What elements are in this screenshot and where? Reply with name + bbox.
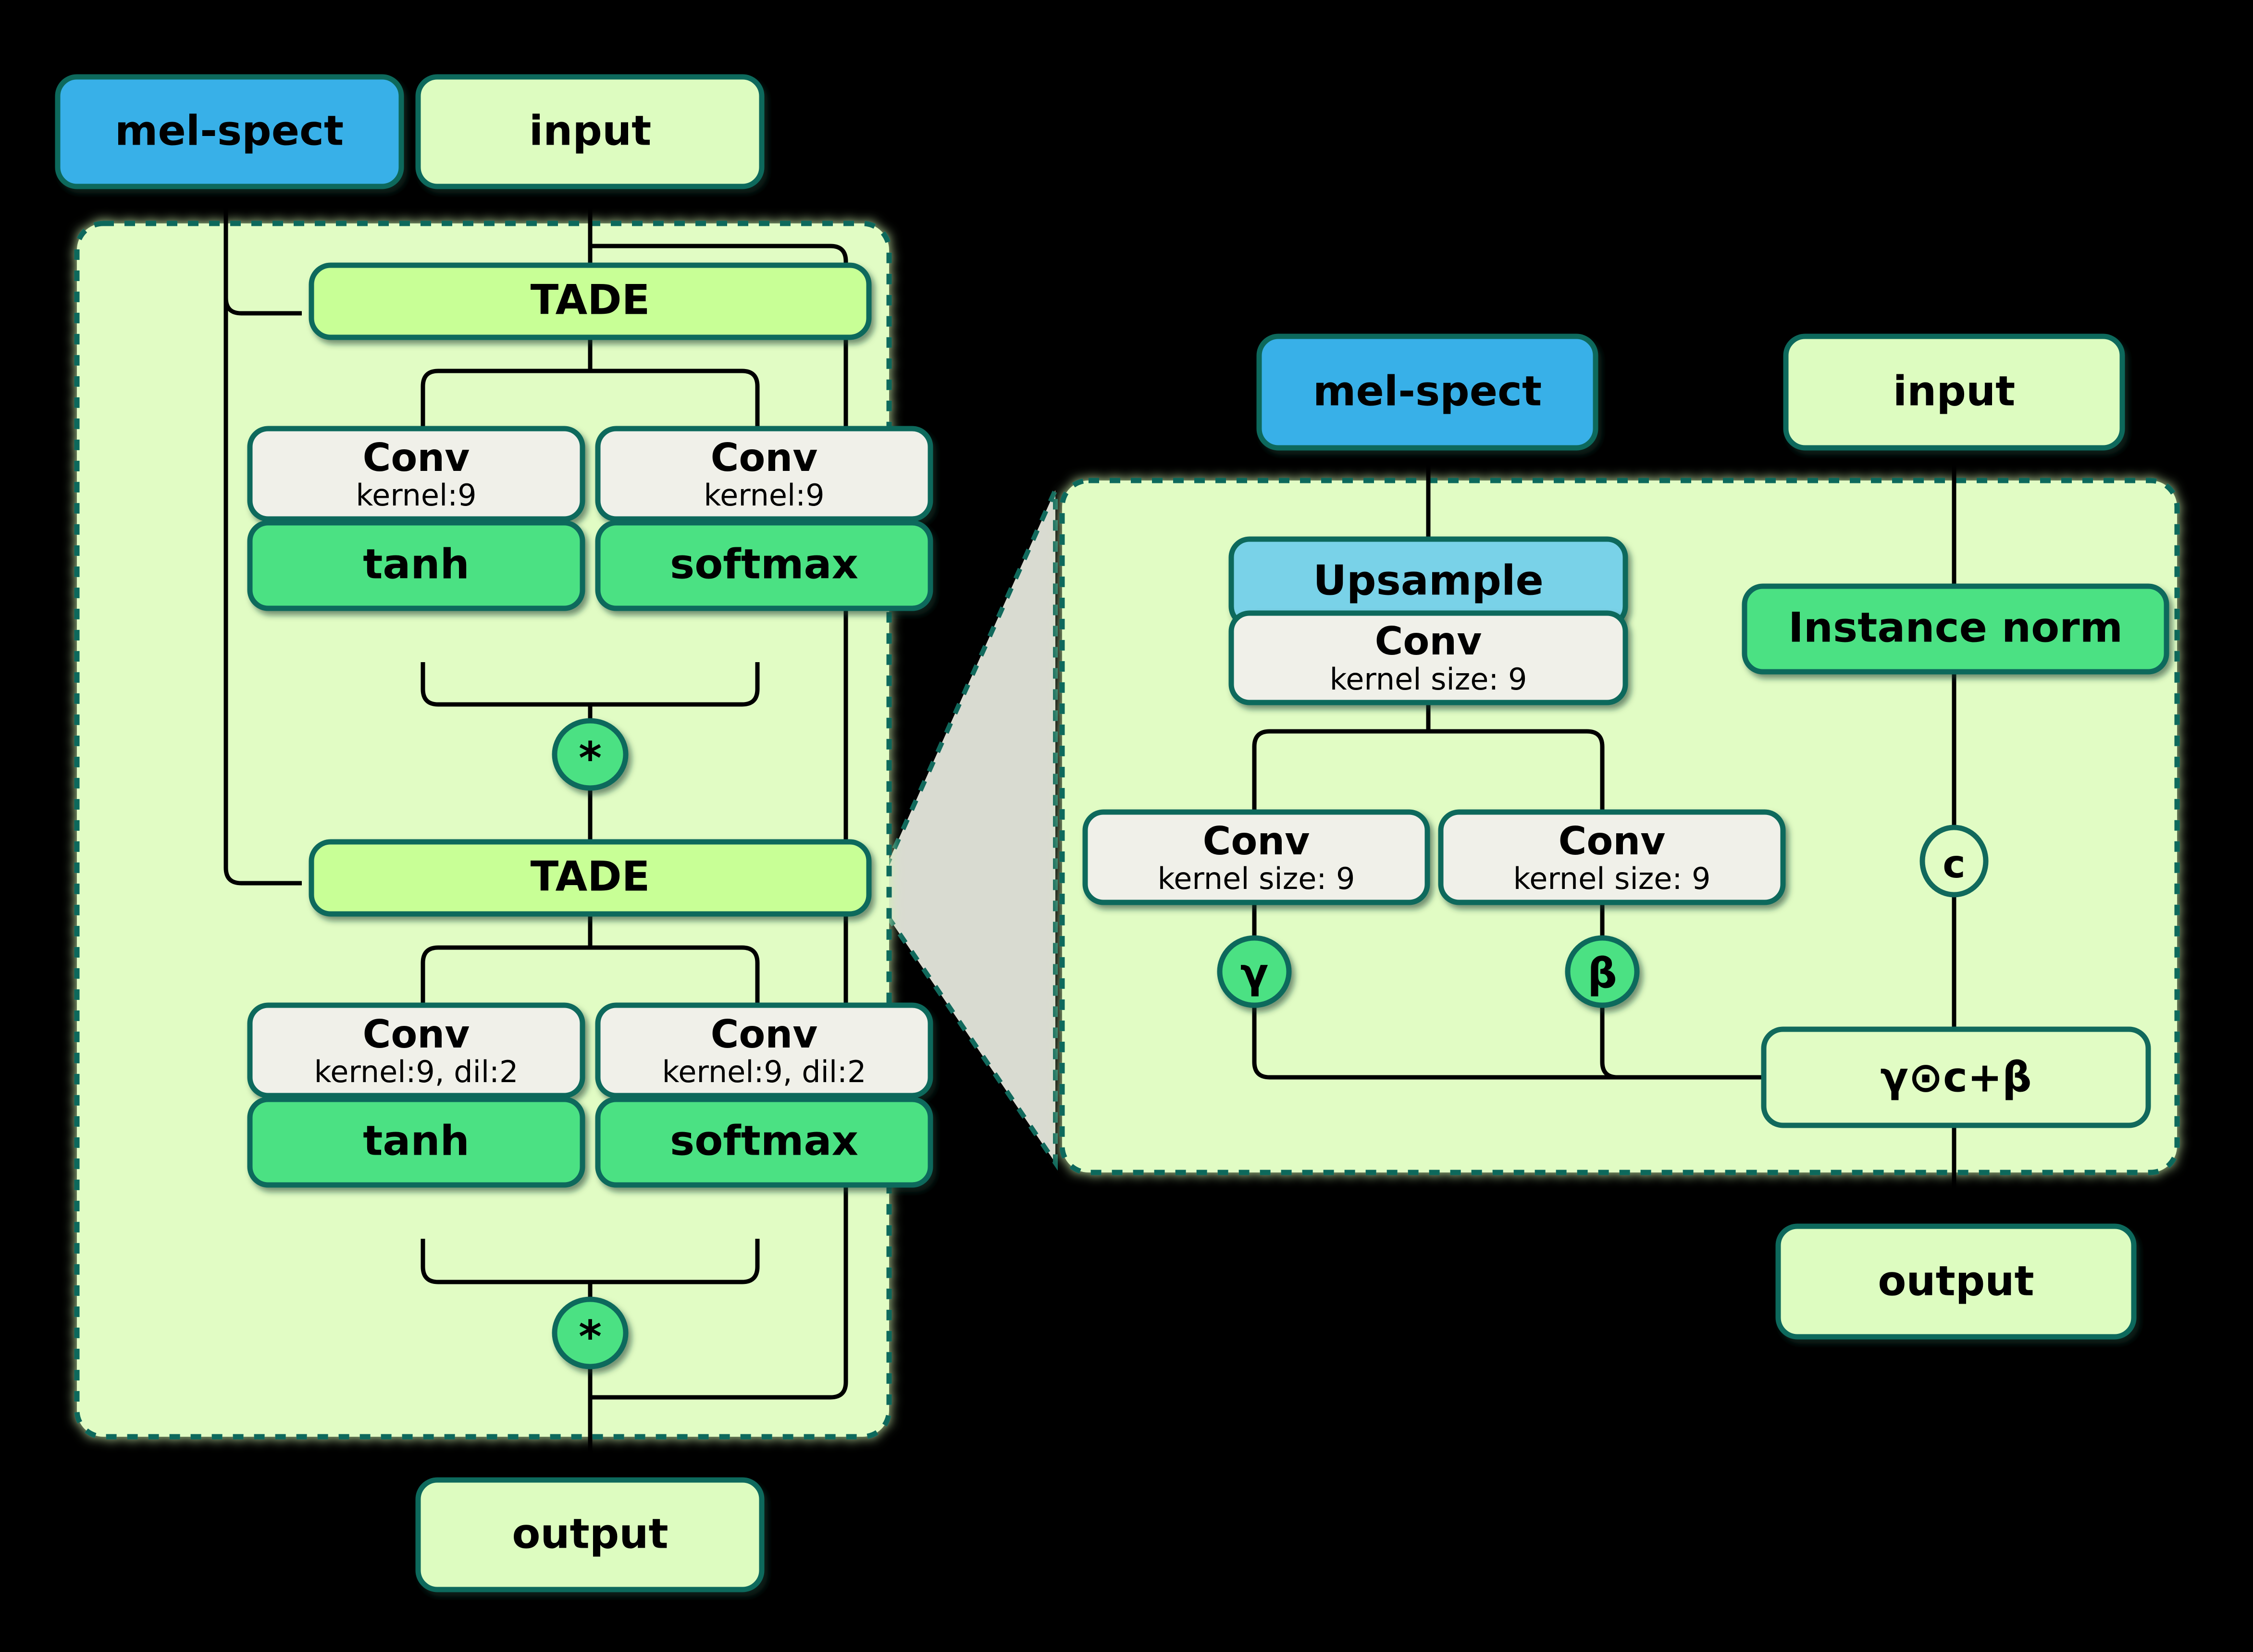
node-label: mel-spect <box>1313 367 1542 415</box>
edge-tade2-split <box>421 945 760 1005</box>
node-label: γ <box>1240 949 1269 998</box>
node-conv-2a[interactable]: Conv kernel:9, dil:2 <box>247 1002 585 1098</box>
node-label: Conv <box>1203 819 1310 863</box>
node-label: output <box>512 1510 668 1558</box>
node-label: softmax <box>670 540 858 588</box>
node-label: c <box>1943 842 1965 887</box>
node-beta[interactable]: β <box>1565 935 1640 1008</box>
node-label: Conv <box>363 1012 470 1057</box>
node-label: mel-spect <box>115 107 344 155</box>
edge-melspect-rail <box>223 186 302 886</box>
node-conv-r1[interactable]: Conv kernel size: 9 <box>1082 809 1430 905</box>
node-output-right[interactable]: output <box>1775 1223 2137 1340</box>
node-gamma[interactable]: γ <box>1217 935 1292 1008</box>
node-label: Conv <box>711 435 818 480</box>
node-conv-1b[interactable]: Conv kernel:9 <box>595 426 933 522</box>
left-panel-boundary <box>74 221 892 1440</box>
node-tade-1[interactable]: TADE <box>309 262 872 340</box>
node-label: γ⊙c+β <box>1880 1053 2031 1101</box>
node-label: Conv <box>711 1012 818 1057</box>
node-sublabel: kernel:9, dil:2 <box>662 1054 867 1089</box>
node-label: TADE <box>531 852 650 900</box>
node-mel-spect-left[interactable]: mel-spect <box>55 74 404 189</box>
node-affine[interactable]: γ⊙c+β <box>1761 1026 2151 1128</box>
node-tanh-2[interactable]: tanh <box>247 1097 585 1188</box>
node-conv-2b[interactable]: Conv kernel:9, dil:2 <box>595 1002 933 1098</box>
node-c[interactable]: c <box>1919 825 1989 898</box>
node-tanh-1[interactable]: tanh <box>247 520 585 611</box>
node-label: β <box>1587 949 1617 998</box>
edge-melspect-to-tade1 <box>223 297 302 316</box>
edge-convr0-split <box>1252 729 1605 812</box>
node-label: input <box>529 107 652 155</box>
node-output-left[interactable]: output <box>415 1477 765 1592</box>
edge-tade1-split <box>421 369 760 429</box>
node-label: Instance norm <box>1788 604 2123 652</box>
node-instance-norm[interactable]: Instance norm <box>1742 583 2169 675</box>
node-label: Conv <box>1559 819 1666 863</box>
node-conv-r0[interactable]: Conv kernel size: 9 <box>1228 610 1628 705</box>
node-label: output <box>1878 1257 2034 1305</box>
node-sublabel: kernel:9 <box>356 478 476 513</box>
node-label: * <box>579 732 602 784</box>
node-conv-1a[interactable]: Conv kernel:9 <box>247 426 585 522</box>
node-mel-spect-right[interactable]: mel-spect <box>1256 333 1598 451</box>
node-label: Upsample <box>1313 556 1544 604</box>
node-conv-r2[interactable]: Conv kernel size: 9 <box>1438 809 1786 905</box>
node-label: softmax <box>670 1117 858 1165</box>
node-upsample[interactable]: Upsample <box>1228 536 1628 628</box>
node-input-left[interactable]: input <box>415 74 765 189</box>
node-label: tanh <box>363 540 470 588</box>
node-multiply-1[interactable]: * <box>552 718 629 791</box>
node-input-right[interactable]: input <box>1783 333 2125 451</box>
node-label: Conv <box>1375 619 1482 664</box>
node-multiply-2[interactable]: * <box>552 1296 629 1369</box>
node-sublabel: kernel size: 9 <box>1330 662 1527 697</box>
node-sublabel: kernel size: 9 <box>1513 861 1711 896</box>
node-label: tanh <box>363 1117 470 1165</box>
node-sublabel: kernel:9 <box>704 478 824 513</box>
edge-beta-to-affine <box>1600 1005 1764 1080</box>
node-label: Conv <box>363 435 470 480</box>
node-label: input <box>1893 367 2016 415</box>
node-softmax-1[interactable]: softmax <box>595 520 933 611</box>
node-tade-2[interactable]: TADE <box>309 839 872 917</box>
node-label: * <box>579 1311 602 1362</box>
node-sublabel: kernel:9, dil:2 <box>314 1054 519 1089</box>
edge-residual-skip <box>590 244 848 1400</box>
node-label: TADE <box>531 276 650 324</box>
node-sublabel: kernel size: 9 <box>1158 861 1355 896</box>
edge-gamma-to-affine <box>1252 1005 1764 1080</box>
node-softmax-2[interactable]: softmax <box>595 1097 933 1188</box>
